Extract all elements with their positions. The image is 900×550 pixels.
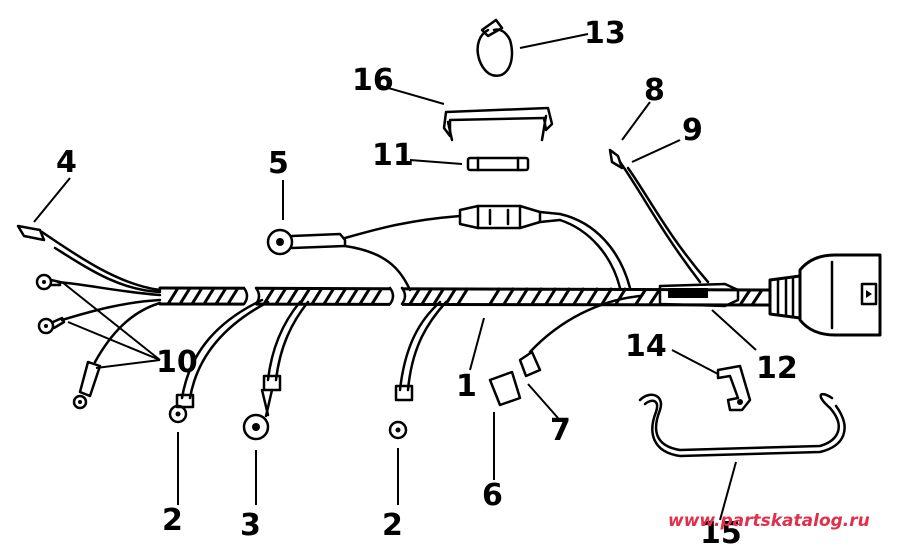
fuse-holder-clip: [442, 106, 554, 142]
fuse-lead: [266, 204, 632, 292]
callout-9: 9: [682, 113, 703, 148]
retainer-wire: [638, 392, 846, 458]
callout-14: 14: [625, 329, 667, 364]
callout-7: 7: [550, 413, 571, 448]
callout-11: 11: [372, 138, 414, 173]
callout-4: 4: [56, 145, 77, 180]
callout-leaders: [33, 33, 757, 521]
watermark-text: www.partskatalog.ru: [668, 511, 870, 531]
callout-13: 13: [584, 16, 626, 51]
callout-12: 12: [756, 351, 798, 386]
harness-plug-connector: [768, 253, 882, 337]
callout-6: 6: [482, 478, 503, 513]
callout-2-right: 2: [382, 508, 403, 543]
callout-1: 1: [456, 369, 477, 404]
fuse-part: [466, 156, 530, 172]
ground-lead-left: [168, 298, 270, 424]
callout-8: 8: [644, 73, 665, 108]
callout-16: 16: [352, 63, 394, 98]
bracket-part: [716, 364, 752, 412]
lead-7: [488, 294, 642, 407]
callout-3: 3: [240, 508, 261, 543]
ground-lead-right: [388, 300, 448, 440]
callout-2-left: 2: [162, 503, 183, 538]
lead-8-9: [608, 148, 740, 308]
cable-tie: [476, 18, 514, 77]
callout-5: 5: [268, 146, 289, 181]
left-wire-bundle: [16, 224, 162, 410]
callout-10: 10: [156, 345, 198, 380]
ground-lead-middle: [242, 300, 310, 441]
callout-15: 15: [700, 516, 742, 550]
